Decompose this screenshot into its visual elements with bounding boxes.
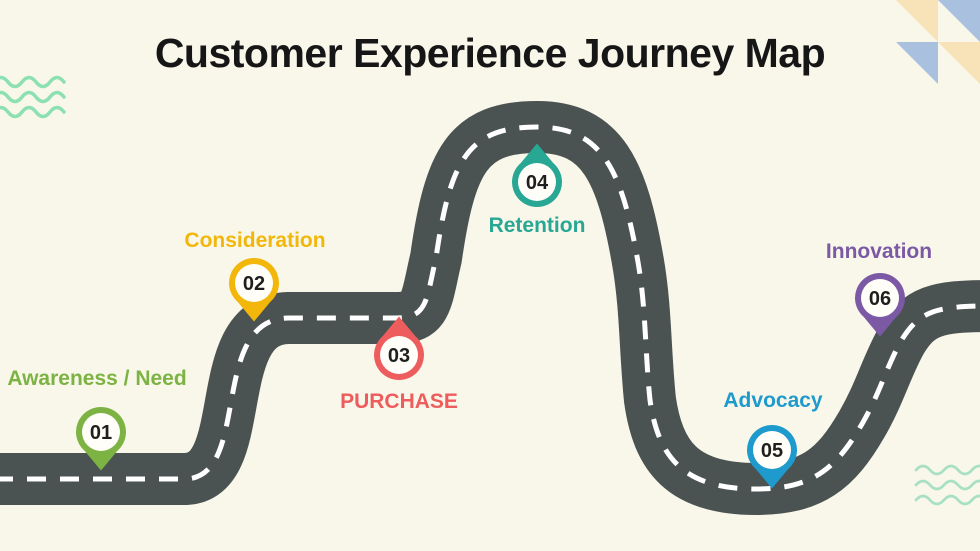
triangle-shape [938,0,980,42]
road-centerline [0,124,980,492]
pin-number: 06 [869,288,891,310]
wave-line [914,464,980,476]
pin-number: 02 [243,273,265,295]
stage-label-04: Retention [488,214,586,237]
wave-line [0,75,66,89]
stage-pin-04: 04 [512,143,562,208]
pin-number: 03 [388,345,410,367]
stage-pin-02: 02 [229,257,279,322]
triangle-shape [896,0,938,42]
stage-label-05: Advocacy [723,389,823,412]
stage-pin-03: 03 [374,316,424,381]
wave-line [914,494,980,506]
waves-top-left-decoration [0,75,66,119]
wave-line [914,479,980,491]
pin-inner-circle [380,336,418,374]
stage-label-02: Consideration [184,229,326,252]
stage-label-03: PURCHASE [340,390,458,413]
pin-number: 04 [526,172,549,194]
wave-line [0,90,66,104]
stage-pin-01: 01 [76,406,126,471]
road-path [0,101,980,515]
pin-number: 01 [90,422,112,444]
pin-inner-circle [861,279,899,317]
stage-pin-06: 06 [855,272,905,337]
wave-line [0,105,66,119]
corner-triangles-decoration [896,0,980,84]
waves-bottom-right-decoration [914,464,980,506]
stage-label-06: Innovation [825,240,933,263]
triangle-shape [938,42,980,84]
stage-pin-05: 05 [747,424,797,489]
stage-label-01: Awareness / Need [7,367,187,390]
pin-inner-circle [82,413,120,451]
pin-inner-circle [235,264,273,302]
pin-inner-circle [753,431,791,469]
pin-number: 05 [761,440,783,462]
triangle-shape [896,42,938,84]
pin-inner-circle [518,163,556,201]
page-title: Customer Experience Journey Map [154,30,826,76]
